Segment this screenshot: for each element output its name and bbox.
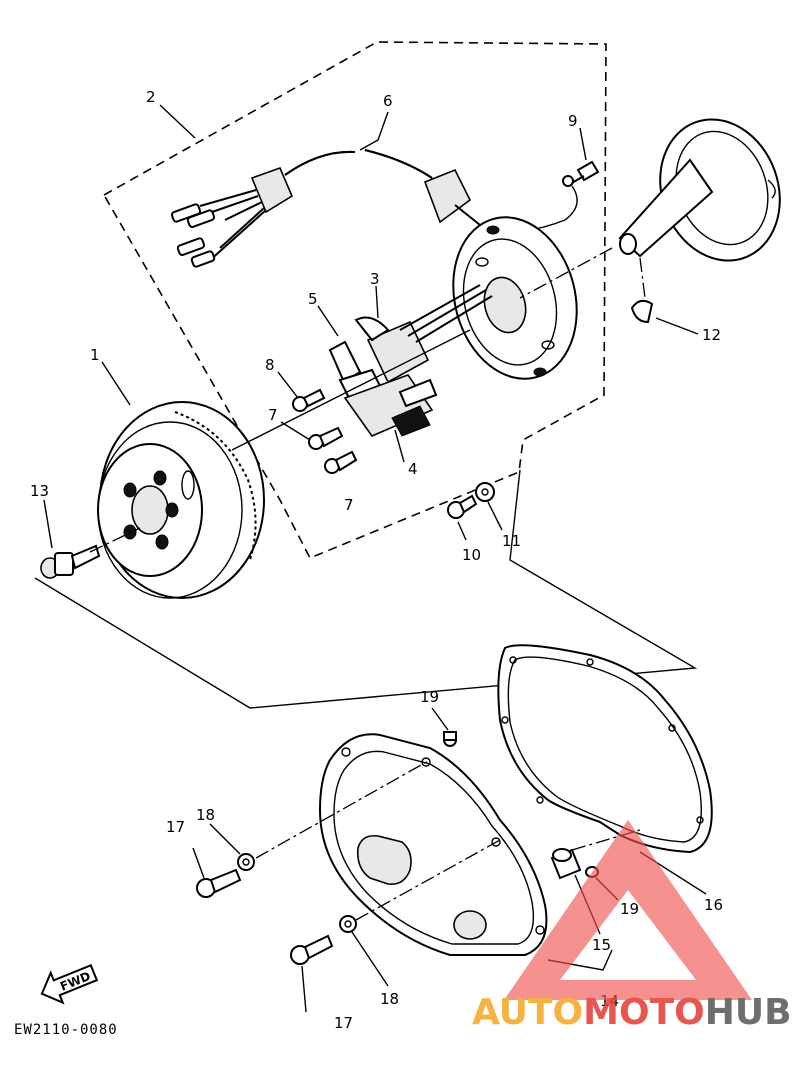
- callout-19b: 19: [620, 900, 639, 918]
- callout-8: 8: [265, 356, 275, 374]
- callout-18a: 18: [196, 806, 215, 824]
- callout-2: 2: [146, 88, 156, 106]
- callout-15: 15: [592, 936, 611, 954]
- cover-bolt-17a: [196, 868, 242, 898]
- drawing-code: EW2110-0080: [14, 1022, 118, 1038]
- watermark-moto: MOTO: [583, 992, 705, 1033]
- callout-19a: 19: [420, 688, 439, 706]
- axis-line-key: [639, 257, 646, 299]
- axis-line-stator: [231, 329, 471, 451]
- callout-labels: 1 2 3 4 5 6 7 7 8 9 10 11 12 13 14 15 16…: [30, 88, 723, 1032]
- bolt-10: [447, 494, 478, 519]
- axis-line-shaft: [519, 247, 613, 299]
- wire-harness: [170, 149, 481, 268]
- watermark-triangle-logo: [504, 820, 752, 1000]
- rotor-group-outline: [34, 469, 698, 709]
- callout-3: 3: [370, 270, 380, 288]
- callout-1: 1: [90, 346, 100, 364]
- forward-direction-arrow: FWD: [40, 964, 99, 1005]
- callout-17b: 17: [334, 1014, 353, 1032]
- axis-line-rotor: [89, 527, 141, 553]
- callout-11: 11: [502, 532, 521, 550]
- callout-13: 13: [30, 482, 49, 500]
- callout-9: 9: [568, 112, 578, 130]
- watermark-hub: HUB: [705, 992, 792, 1033]
- callout-4: 4: [408, 460, 418, 478]
- callout-12: 12: [702, 326, 721, 344]
- axis-line-bolt-a: [255, 759, 431, 859]
- stator-coil: [343, 374, 438, 437]
- crankcase-shaft: [618, 118, 781, 262]
- washer-18a: [237, 853, 255, 871]
- callout-17a: 17: [166, 818, 185, 836]
- callout-18b: 18: [380, 990, 399, 1008]
- cover-gasket: [497, 644, 713, 854]
- svg-text:AUTOMOTOHUB: AUTOMOTOHUB: [472, 992, 792, 1033]
- callout-7b: 7: [344, 496, 354, 514]
- woodruff-key: [630, 299, 654, 324]
- stator-base-plate: [452, 216, 578, 380]
- screw-8: [292, 388, 326, 412]
- screw-7a: [308, 426, 344, 450]
- cover-bolt-17b: [290, 934, 334, 965]
- flywheel-bolt: [40, 544, 101, 579]
- washer-11: [475, 482, 495, 502]
- callout-10: 10: [462, 546, 481, 564]
- axis-line-bolt-b: [355, 839, 501, 921]
- washer-18b: [339, 915, 357, 933]
- automotohub-watermark: AUTOMOTOHUB: [472, 820, 792, 1033]
- dowel-pin-19a: [443, 731, 457, 747]
- callout-16: 16: [704, 896, 723, 914]
- dowel-pin-15: [550, 848, 582, 880]
- callout-6: 6: [383, 92, 393, 110]
- flywheel-rotor: [97, 401, 265, 599]
- ground-screw: [519, 160, 600, 233]
- callout-7a: 7: [268, 406, 278, 424]
- callout-5: 5: [308, 290, 318, 308]
- screw-7b: [324, 450, 358, 474]
- pickup-coil-assembly: [328, 284, 493, 402]
- watermark-auto: AUTO: [472, 992, 583, 1033]
